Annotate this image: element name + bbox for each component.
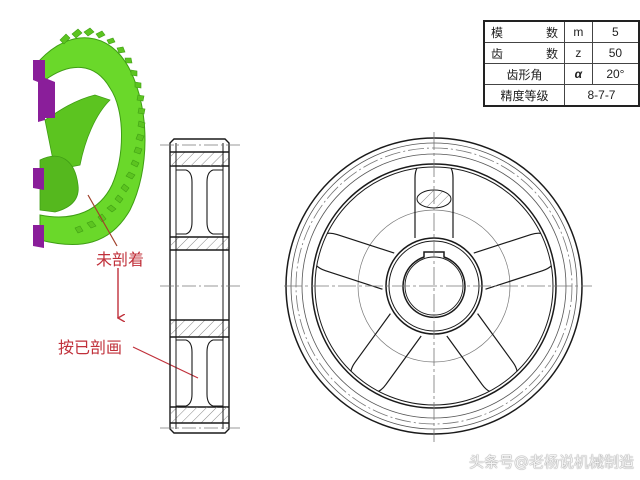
param-name: 精度等级 (483, 84, 565, 107)
param-value: 8-7-7 (563, 84, 640, 107)
iso-gear-model (33, 27, 146, 248)
param-value: 5 (591, 20, 640, 43)
front-view-center-lines (284, 132, 592, 442)
label-not-sectioned: 未剖着 (96, 250, 145, 269)
param-symbol: m (563, 20, 593, 43)
table-row-module: 模 数 m 5 (483, 20, 640, 43)
param-name: 齿形角 (483, 63, 565, 85)
param-value: 20° (591, 63, 640, 85)
front-view-spokes (316, 167, 552, 392)
gear-parameter-table: 模 数 m 5 齿 数 z 50 齿形角 α 20° 精度等级 8-7-7 (483, 20, 640, 107)
gear-rim-body (39, 37, 146, 246)
label-draw-as-sectioned: 按已剖画 (58, 338, 123, 357)
watermark: 头条号@老杨说机械制造 (468, 453, 634, 471)
section-face-top (33, 60, 55, 122)
table-row-teeth: 齿 数 z 50 (483, 42, 640, 64)
table-row-accuracy: 精度等级 8-7-7 (483, 84, 640, 107)
leader-line-not-sectioned (87, 194, 118, 247)
gear-hub (39, 155, 79, 213)
leader-line-draw-as-sectioned (132, 346, 199, 379)
gear-web (44, 94, 111, 171)
table-row-pressure-angle: 齿形角 α 20° (483, 63, 640, 85)
param-symbol: α (563, 63, 593, 85)
param-name: 模 数 (483, 20, 565, 43)
param-symbol: z (563, 42, 593, 64)
section-face-bottom (33, 225, 44, 248)
param-name: 齿 数 (483, 42, 565, 64)
side-section-view (160, 138, 240, 434)
section-face-mid (33, 168, 44, 190)
param-value: 50 (591, 42, 640, 64)
